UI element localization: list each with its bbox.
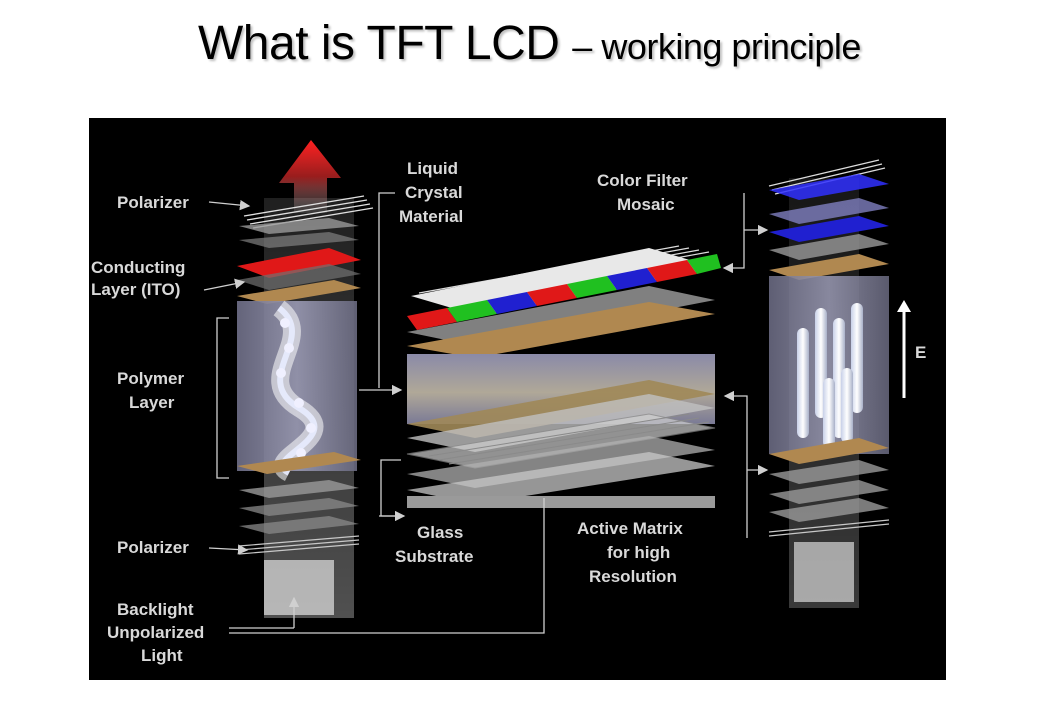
label-backlight-1: Backlight: [117, 600, 194, 619]
label-field-e: E: [915, 343, 926, 362]
label-polymer-1: Polymer: [117, 369, 184, 388]
label-glass-2: Substrate: [395, 547, 473, 566]
slide-title: What is TFT LCD – working principle: [198, 16, 861, 71]
right-stack: [768, 159, 911, 608]
label-backlight-3: Light: [141, 646, 183, 665]
left-stack: [237, 140, 374, 618]
blue-filter-layer: [769, 216, 889, 242]
label-conducting-1: Conducting: [91, 258, 185, 277]
aligned-rods: [797, 303, 863, 448]
active-matrix-grid: [406, 413, 716, 469]
label-polymer-2: Layer: [129, 393, 175, 412]
top-polarizer-lines: [243, 195, 374, 229]
label-am-1: Active Matrix: [577, 519, 683, 538]
bottom-polarizer-lines: [238, 535, 360, 555]
glass-substrate: [407, 452, 715, 504]
diagram-labels: Polarizer Conducting Layer (ITO) Polymer…: [91, 159, 926, 665]
red-output-arrow-icon: [279, 140, 341, 213]
twisted-crystal-helix: [271, 300, 324, 482]
label-cf-2: Mosaic: [617, 195, 675, 214]
label-polarizer-bottom: Polarizer: [117, 538, 189, 557]
title-sub: – working principle: [572, 26, 861, 67]
label-glass-1: Glass: [417, 523, 463, 542]
title-main: What is TFT LCD: [198, 17, 560, 70]
ito-layer: [237, 264, 361, 290]
label-backlight-2: Unpolarized: [107, 623, 204, 642]
label-cf-1: Color Filter: [597, 171, 688, 190]
label-lc-2: Crystal: [405, 183, 463, 202]
label-am-2: for high: [607, 543, 670, 562]
center-stack: [406, 245, 721, 508]
red-filter-layer: [237, 248, 361, 278]
label-polarizer-top: Polarizer: [117, 193, 189, 212]
tft-lcd-diagram: Polarizer Conducting Layer (ITO) Polymer…: [89, 118, 946, 680]
label-conducting-2: Layer (ITO): [91, 280, 180, 299]
top-glass-plate: [411, 248, 717, 316]
polarizer-plate: [239, 218, 359, 234]
color-filter-strip: [407, 254, 721, 330]
label-am-3: Resolution: [589, 567, 677, 586]
gold-top-layer: [237, 280, 361, 304]
label-lc-3: Material: [399, 207, 463, 226]
backlight-block: [264, 560, 334, 615]
leader-lines: [203, 192, 769, 634]
label-lc-1: Liquid: [407, 159, 458, 178]
diagram-canvas: Polarizer Conducting Layer (ITO) Polymer…: [91, 140, 926, 665]
